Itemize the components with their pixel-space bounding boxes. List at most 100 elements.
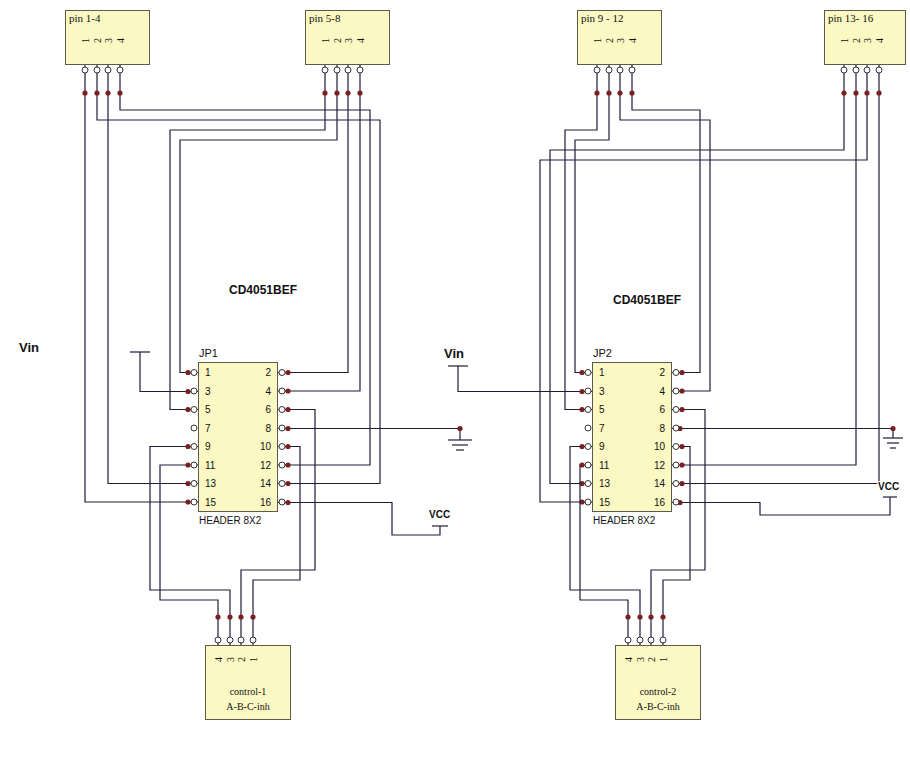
pin-number: 11: [205, 460, 215, 471]
part-type: HEADER 8X2: [593, 515, 655, 526]
pin-number: 4: [874, 35, 885, 47]
pin-number: 2: [92, 35, 103, 47]
pin-ring: [673, 481, 679, 487]
pin-ring: [238, 637, 244, 643]
wire: [82, 65, 198, 505]
pin-ring: [82, 67, 88, 73]
pin-ring: [585, 481, 591, 487]
supply-name: VCC: [877, 481, 900, 492]
pin-number: 4: [627, 35, 638, 47]
pin-number: 15: [599, 497, 610, 508]
pin-number: 10: [260, 441, 271, 452]
pin-ring: [617, 67, 623, 73]
pin-connector: pin 1-41234: [65, 10, 150, 65]
pin-ring: [673, 462, 679, 468]
junction-dot: [185, 481, 190, 486]
pin-number: 3: [615, 35, 626, 47]
connector-name: pin 1-4: [69, 12, 100, 24]
pin-number: 3: [205, 386, 211, 397]
junction-dot: [185, 499, 190, 504]
pin-header: JP212345678910111213141516HEADER 8X2: [592, 362, 672, 512]
pin-connector: pin 13- 161234: [824, 10, 906, 65]
wire: [672, 65, 859, 468]
junction-dot: [679, 388, 684, 393]
connector-name: control-1: [206, 686, 290, 697]
wire: [629, 65, 700, 375]
pin-number: 3: [103, 35, 114, 47]
junction-dot: [579, 462, 584, 467]
control-connector: 4321control-2A-B-C-inh: [615, 645, 701, 720]
pin-number: 3: [225, 654, 236, 666]
wire: [278, 65, 363, 394]
junction-dot: [853, 90, 858, 95]
connector-name: pin 13- 16: [828, 12, 873, 24]
wire: [278, 65, 351, 375]
pin-ring: [673, 425, 679, 431]
pin-ring: [322, 67, 328, 73]
vcc-terminal: [278, 497, 897, 535]
pin-number: 12: [260, 460, 271, 471]
pin-ring: [250, 637, 256, 643]
junction-dot: [876, 90, 881, 95]
chip-label: CD4051BEF: [612, 293, 682, 307]
junction-dot: [679, 462, 684, 467]
pin-number: 1: [320, 35, 331, 47]
pin-number: 3: [862, 35, 873, 47]
junction-dot: [285, 462, 290, 467]
junction-dot: [285, 370, 290, 375]
junction-dot: [579, 407, 584, 412]
pin-ring: [191, 499, 197, 505]
wire: [617, 65, 710, 394]
pin-ring: [279, 388, 285, 394]
junction-dot: [285, 407, 290, 412]
pin-connector: pin 9 - 121234: [577, 10, 662, 65]
supply-name: VCC: [428, 509, 451, 520]
pin-number: 16: [654, 497, 665, 508]
pin-number: 3: [635, 654, 646, 666]
wire-path: [651, 410, 705, 646]
pin-ring: [876, 67, 882, 73]
pin-ring: [227, 637, 233, 643]
pin-number: 8: [659, 423, 665, 434]
junction-dot: [841, 90, 846, 95]
pin-number: 3: [343, 35, 354, 47]
wire: [672, 65, 882, 486]
pin-number: 11: [599, 460, 609, 471]
junction-dot: [238, 614, 243, 619]
pin-ring: [215, 637, 221, 643]
pin-ring: [853, 67, 859, 73]
wire: [180, 65, 340, 375]
pin-number: 1: [248, 654, 259, 666]
ground-symbol: [278, 429, 903, 451]
pin-number: 5: [599, 404, 605, 415]
pin-ring: [585, 499, 591, 505]
junction-dot: [82, 90, 87, 95]
junction-dot: [637, 614, 642, 619]
signal-name: Vin: [18, 340, 40, 355]
pin-ring: [191, 370, 197, 376]
pin-ring: [673, 407, 679, 413]
pin-ring: [279, 499, 285, 505]
junction-dot: [345, 90, 350, 95]
pin-ring: [629, 67, 635, 73]
wire-path: [278, 65, 360, 391]
pin-number: 6: [659, 404, 665, 415]
wire: [575, 65, 612, 375]
pin-number: 4: [659, 386, 665, 397]
wire: [170, 65, 328, 412]
junction-dot: [250, 614, 255, 619]
pin-number: 12: [654, 460, 665, 471]
pin-ring: [841, 67, 847, 73]
signal-name: A-B-C-inh: [616, 701, 700, 712]
pin-number: 3: [599, 386, 605, 397]
pin-number: 9: [205, 441, 211, 452]
pin-ring: [585, 462, 591, 468]
wire: [105, 65, 198, 486]
pin-ring: [585, 407, 591, 413]
junction-dot: [185, 462, 190, 467]
pin-number: 4: [355, 35, 366, 47]
wire-path: [672, 65, 856, 465]
pin-ring: [357, 67, 363, 73]
